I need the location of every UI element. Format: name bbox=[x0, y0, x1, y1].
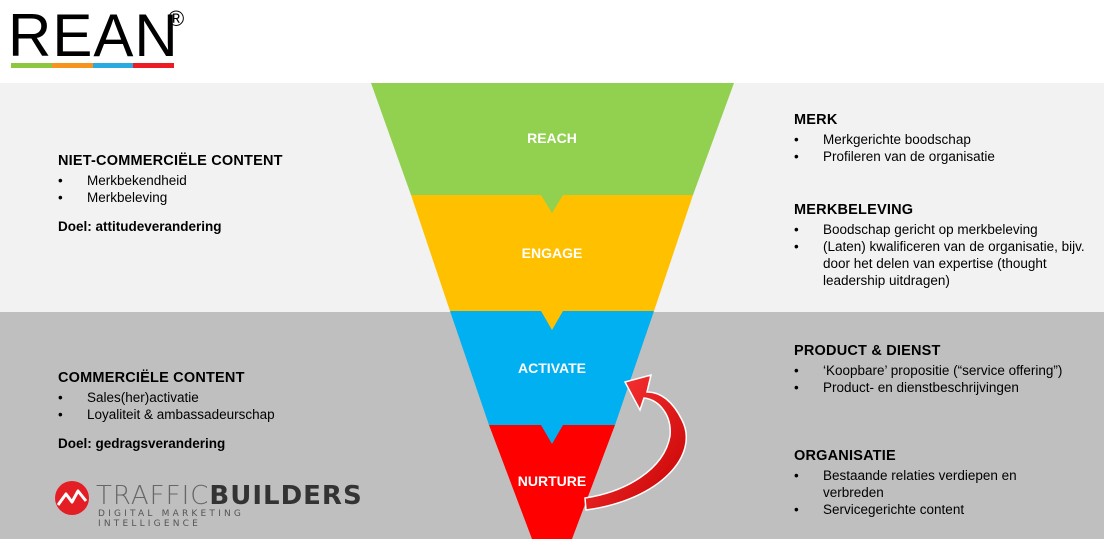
wordmark-light: TRAFFIC bbox=[96, 481, 210, 511]
trafficbuilders-wordmark: TRAFFICBUILDERS bbox=[96, 481, 363, 511]
stage-label-reach: REACH bbox=[527, 130, 577, 146]
merkbeleving-title: MERKBELEVING bbox=[794, 202, 914, 218]
funnel-stage-nurture bbox=[489, 425, 615, 539]
list-item: Merkbeleving bbox=[58, 189, 358, 206]
list-item: Product- en dienstbeschrijvingen bbox=[794, 379, 1099, 396]
commercial-content-block: COMMERCIËLE CONTENT Sales(her)activatie … bbox=[58, 370, 388, 452]
funnel-stage-engage bbox=[411, 195, 693, 311]
logo-bar-segment bbox=[51, 63, 93, 68]
non-commercial-title: NIET-COMMERCIËLE CONTENT bbox=[58, 153, 283, 169]
trafficbuilders-tagline: DIGITAL MARKETING INTELLIGENCE bbox=[98, 509, 245, 529]
list-item: Boodschap gericht op merkbeleving bbox=[794, 221, 1094, 238]
merk-block: MERK Merkgerichte boodschap Profileren v… bbox=[794, 112, 1094, 165]
logo-bar-segment bbox=[92, 63, 134, 68]
non-commercial-content-block: NIET-COMMERCIËLE CONTENT Merkbekendheid … bbox=[58, 153, 358, 235]
logo-bar-segment bbox=[133, 63, 174, 68]
trafficbuilders-icon bbox=[55, 481, 89, 515]
organisatie-block: ORGANISATIE Bestaande relaties verdiepen… bbox=[794, 448, 1074, 518]
funnel-stage-activate bbox=[450, 311, 654, 425]
logo-bar-segment bbox=[11, 63, 52, 68]
trafficbuilders-logo: TRAFFICBUILDERS DIGITAL MARKETING INTELL… bbox=[52, 478, 362, 529]
list-item: Servicegerichte content bbox=[794, 501, 1074, 518]
registered-mark: ® bbox=[168, 6, 185, 31]
product-dienst-block: PRODUCT & DIENST ‘Koopbare’ propositie (… bbox=[794, 343, 1099, 396]
stage-label-activate: ACTIVATE bbox=[518, 360, 586, 376]
list-item: Loyaliteit & ambassadeurschap bbox=[58, 406, 388, 423]
commercial-title: COMMERCIËLE CONTENT bbox=[58, 370, 245, 386]
stage-notch bbox=[541, 311, 563, 330]
rean-logo: REAN bbox=[8, 2, 179, 69]
organisatie-title: ORGANISATIE bbox=[794, 448, 896, 464]
rean-logo-color-bar bbox=[11, 63, 174, 68]
list-item: Sales(her)activatie bbox=[58, 389, 388, 406]
list-item: ‘Koopbare’ propositie (“service offering… bbox=[794, 362, 1099, 379]
merkbeleving-block: MERKBELEVING Boodschap gericht op merkbe… bbox=[794, 202, 1094, 289]
commercial-goal: Doel: gedragsverandering bbox=[58, 436, 226, 451]
product-dienst-title: PRODUCT & DIENST bbox=[794, 343, 941, 359]
stage-label-engage: ENGAGE bbox=[522, 245, 583, 261]
rean-logo-text: REAN bbox=[8, 2, 179, 69]
non-commercial-goal: Doel: attitudeverandering bbox=[58, 219, 222, 234]
funnel-stage-reach bbox=[371, 83, 734, 195]
wordmark-bold: BUILDERS bbox=[209, 481, 363, 511]
loop-arrow-icon bbox=[584, 373, 687, 511]
list-item: Merkgerichte boodschap bbox=[794, 131, 1094, 148]
stage-label-nurture: NURTURE bbox=[518, 473, 586, 489]
list-item: Merkbekendheid bbox=[58, 172, 358, 189]
stage-notch bbox=[541, 195, 563, 213]
list-item: (Laten) kwalificeren van de organisatie,… bbox=[794, 238, 1094, 289]
list-item: Bestaande relaties verdiepen en verbrede… bbox=[794, 467, 1074, 501]
stage-notch bbox=[541, 425, 563, 444]
merk-title: MERK bbox=[794, 112, 838, 128]
list-item: Profileren van de organisatie bbox=[794, 148, 1094, 165]
